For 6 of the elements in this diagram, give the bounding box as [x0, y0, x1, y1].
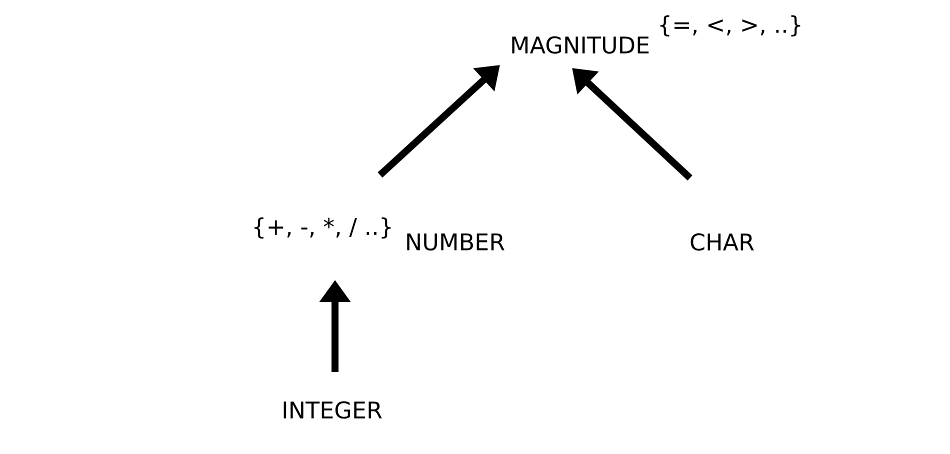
node-label: CHAR [690, 233, 754, 251]
node-label: INTEGER [284, 401, 382, 419]
node-label: MAGNITUDE [512, 36, 649, 54]
node-label: NUMBER [407, 233, 504, 251]
operator-set: {+, -, *, / ..} [254, 217, 391, 239]
operator-set: {=, <, >, ..} [660, 15, 800, 37]
